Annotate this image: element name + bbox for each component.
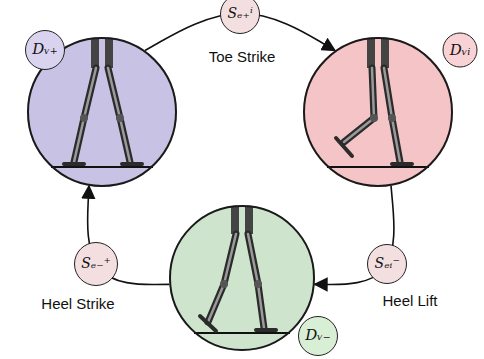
domain-label: Dᵥ₋ (298, 316, 338, 356)
robot-figure (194, 206, 290, 333)
transition-name: Heel Lift (380, 292, 439, 309)
guard-label: Sₑ₊ⁱ (220, 0, 260, 34)
guard-label: Sₑ₋⁺ (74, 242, 118, 286)
domain-fill (303, 37, 453, 187)
domain-fill (169, 205, 315, 351)
guard-label: Sₑᵢ⁻ (367, 244, 407, 284)
circle-outline (303, 37, 453, 187)
domain-circle: Dᵥᵢ (303, 37, 453, 187)
domain-circle: Dᵥ₋ (169, 205, 315, 351)
transition-name: Toe Strike (207, 48, 278, 65)
circle-outline (169, 205, 315, 351)
robot-figure (327, 38, 429, 167)
domain-label: Dᵥᵢ (443, 33, 478, 68)
domain-circle: Dᵥ₊ (27, 37, 177, 187)
transition-name: Heel Strike (39, 295, 116, 312)
robot-figure (51, 38, 153, 167)
domain-label: Dᵥ₊ (25, 30, 65, 70)
